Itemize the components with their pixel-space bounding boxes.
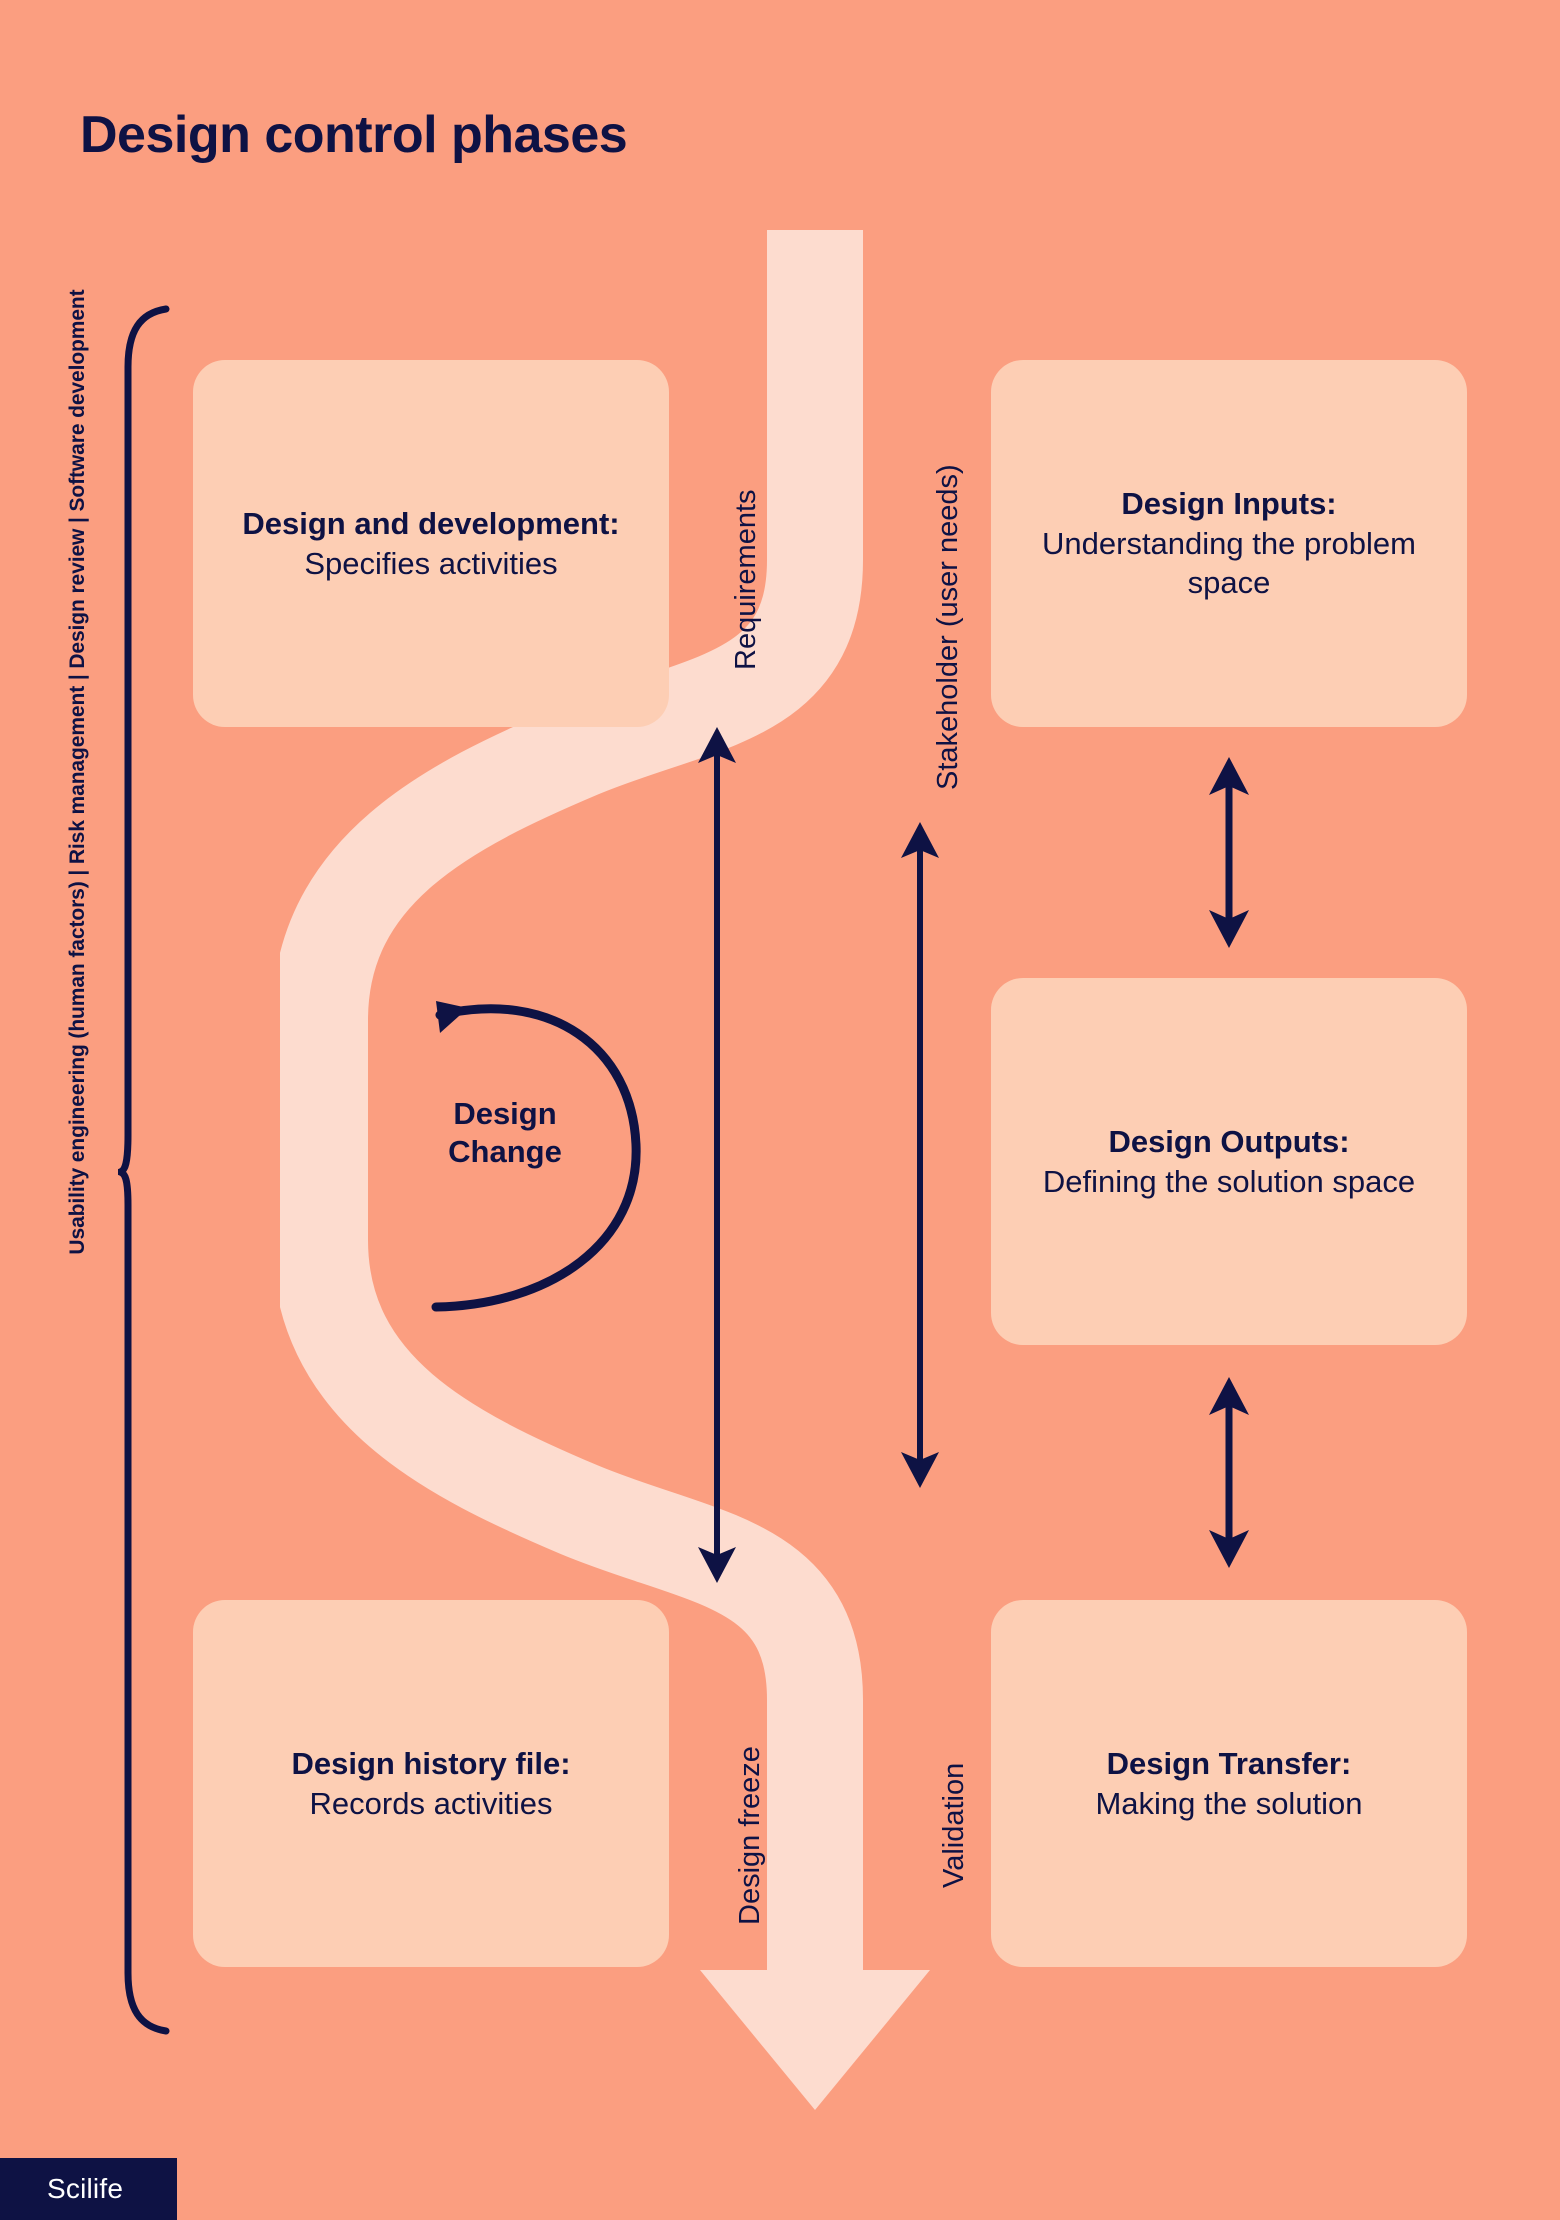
card-subtitle: Defining the solution space [1042,1163,1416,1199]
card-subtitle: Making the solution [1095,1785,1363,1821]
design-change-line-2: Change [448,1133,562,1169]
card-design-and-development[interactable]: Design and development: Specifies activi… [193,360,669,727]
scope-bracket [118,305,170,2035]
brand-name: Scilife [47,2173,124,2204]
card-subtitle: Specifies activities [304,545,558,581]
flow-label-stakeholder: Stakeholder (user needs) [932,464,964,790]
card-text: Design and development: Specifies activi… [242,504,619,583]
card-text: Design Transfer: Making the solution [1095,1744,1362,1823]
card-text: Design Inputs: Understanding the problem… [1017,484,1441,603]
card-title: Design Inputs: [1121,485,1337,521]
card-title: Design Outputs: [1108,1123,1350,1159]
page-title: Design control phases [80,106,628,164]
outputs-transfer-double-arrow [1209,1377,1249,1568]
flow-label-design-freeze: Design freeze [734,1746,766,1925]
design-change-loop-arrow [431,1001,641,1312]
card-text: Design history file: Records activities [291,1744,570,1823]
card-design-outputs[interactable]: Design Outputs: Defining the solution sp… [991,978,1467,1345]
design-change-line-1: Design [453,1096,557,1131]
card-design-history-file[interactable]: Design history file: Records activities [193,1600,669,1967]
card-text: Design Outputs: Defining the solution sp… [1043,1122,1415,1201]
flow-label-validation: Validation [938,1762,970,1888]
card-subtitle: Understanding the problem space [1042,525,1416,601]
card-design-inputs[interactable]: Design Inputs: Understanding the problem… [991,360,1467,727]
stakeholder-validation-arrow [901,822,939,1488]
requirements-design-freeze-arrow [698,727,736,1583]
inputs-outputs-double-arrow [1209,757,1249,948]
flow-label-requirements: Requirements [730,489,762,670]
design-change-label: Design Change [415,1095,595,1171]
card-title: Design and development: [242,505,620,541]
scope-label: Usability engineering (human factors) | … [66,289,89,1255]
card-subtitle: Records activities [309,1785,553,1821]
card-title: Design history file: [291,1745,571,1781]
footer-logo: Scilife [0,2158,177,2220]
card-design-transfer[interactable]: Design Transfer: Making the solution [991,1600,1467,1967]
card-title: Design Transfer: [1106,1745,1352,1781]
